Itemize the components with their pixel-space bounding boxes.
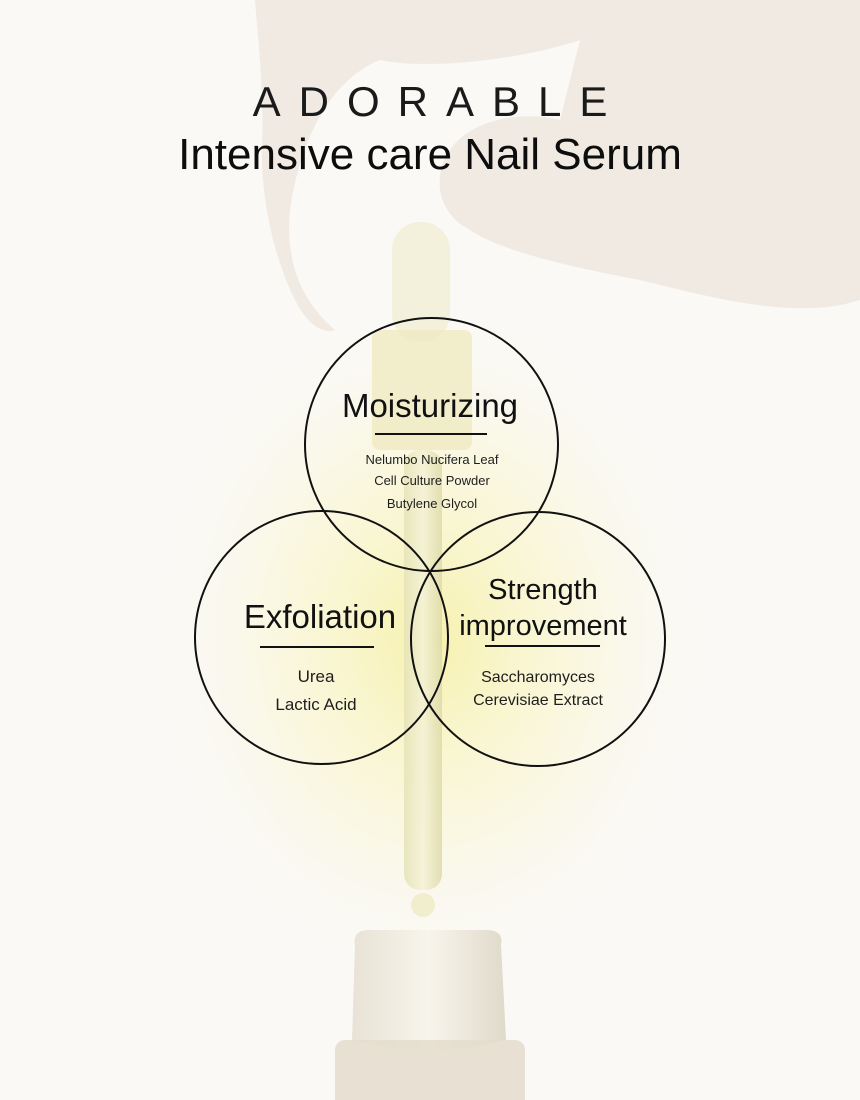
moisturizing-divider <box>375 433 487 435</box>
exfoliation-title: Exfoliation <box>243 598 397 635</box>
strength-ingredients: Saccharomyces Cerevisiae Extract <box>430 666 646 712</box>
strength-title-line: Strength <box>488 574 598 606</box>
exfoliation-ingredients: Urea Lactic Acid <box>200 663 432 718</box>
ingredient-item: Butylene Glycol <box>386 495 478 511</box>
ingredient-item: Cerevisiae Extract <box>473 692 603 710</box>
strength-title: Strength improvement <box>428 572 658 645</box>
moisturizing-title: Moisturizing <box>341 387 519 424</box>
strength-divider <box>485 645 600 647</box>
ingredient-item: Lactic Acid <box>275 695 357 715</box>
venn-circle-strength <box>410 511 666 767</box>
page-title: Intensive care Nail Serum <box>178 130 682 179</box>
exfoliation-divider <box>260 646 374 648</box>
ingredient-item: Cell Culture Powder <box>374 472 490 488</box>
ingredient-item: Urea <box>297 667 335 686</box>
ingredient-item: Saccharomyces <box>481 669 595 686</box>
ingredient-item: Nelumbo Nucifera Leaf <box>365 452 499 467</box>
brand-logo: ADORABLE <box>252 78 626 125</box>
moisturizing-ingredients: Nelumbo Nucifera Leaf Cell Culture Powde… <box>320 450 544 514</box>
strength-title-line: improvement <box>459 610 627 643</box>
